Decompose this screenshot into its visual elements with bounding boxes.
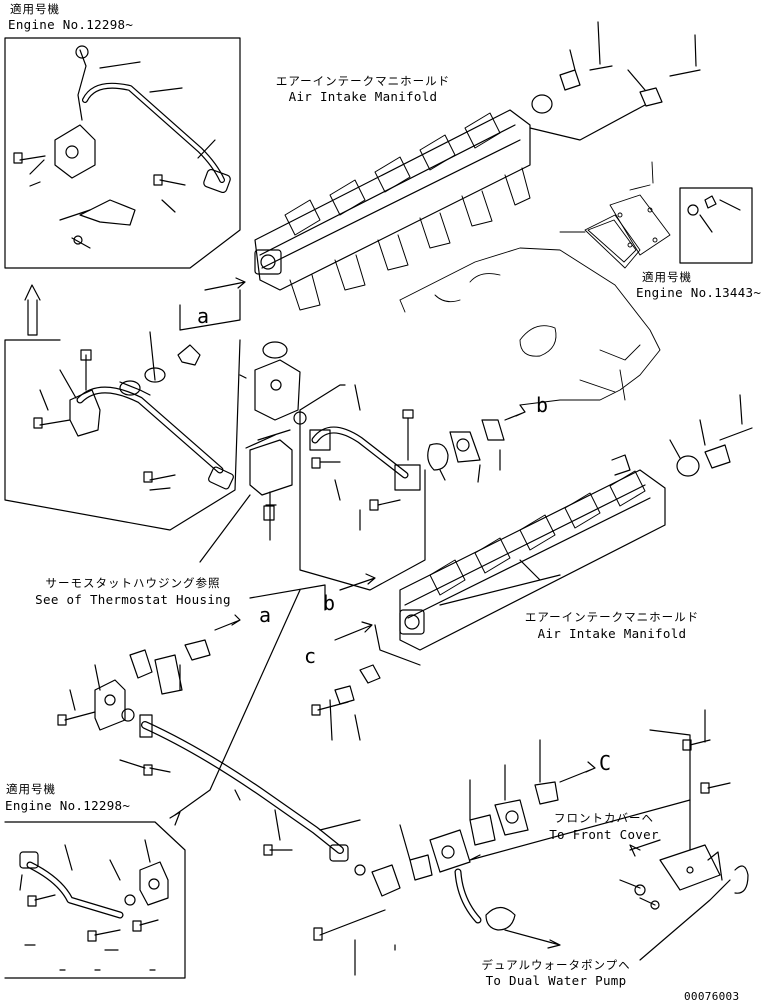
air-intake-en-lower: Air Intake Manifold xyxy=(537,626,687,641)
front-cover-jp: フロントカバーヘ xyxy=(554,811,654,825)
engine-number-bottom-left: Engine No.12298~ xyxy=(5,798,131,813)
front-cover-en: To Front Cover xyxy=(549,827,659,842)
engine-number-right: Engine No.13443~ xyxy=(636,285,762,300)
ref-a-lower: a xyxy=(259,603,272,627)
inset-bottom-left xyxy=(4,821,186,979)
air-intake-jp-upper: エアーインテークマニホールド xyxy=(275,74,451,88)
air-intake-jp-lower: エアーインテークマニホールド xyxy=(524,610,700,624)
inset-top-left xyxy=(4,37,241,269)
inset-top-right xyxy=(679,187,753,264)
air-intake-en-upper: Air Intake Manifold xyxy=(288,89,438,104)
ref-C-right: C xyxy=(599,751,612,775)
thermostat-housing xyxy=(199,341,307,563)
ref-c-lower: c xyxy=(304,644,317,668)
upper-manifold xyxy=(254,21,701,311)
engine-number-top-left: Engine No.12298~ xyxy=(8,17,134,32)
drawing-number: 00076003 xyxy=(684,990,740,1003)
applicable-label-top-left: 適用号機 xyxy=(10,2,60,16)
up-arrow xyxy=(24,284,41,336)
engine-block-outline xyxy=(399,161,671,406)
front-cover-bracket xyxy=(619,709,749,910)
lower-assembly xyxy=(57,614,361,862)
ref-b-lower: b xyxy=(323,591,336,615)
bracket-box xyxy=(299,384,426,591)
applicable-label-right: 適用号機 xyxy=(642,270,692,284)
bottom-parts xyxy=(313,739,731,976)
ref-arrows xyxy=(169,277,421,826)
thermostat-en: See of Thermostat Housing xyxy=(35,592,231,607)
lower-manifold xyxy=(399,394,753,651)
inset-middle-left xyxy=(4,331,241,531)
dual-pump-jp: デュアルウォータポンプヘ xyxy=(481,958,631,972)
thermostat-jp: サーモスタットハウジング参照 xyxy=(45,576,221,590)
dual-pump-en: To Dual Water Pump xyxy=(485,973,627,988)
gaskets-b xyxy=(427,404,526,483)
ref-b-upper: b xyxy=(536,393,549,417)
ref-a-upper: a xyxy=(197,304,210,328)
applicable-label-bottom-left: 適用号機 xyxy=(6,782,56,796)
